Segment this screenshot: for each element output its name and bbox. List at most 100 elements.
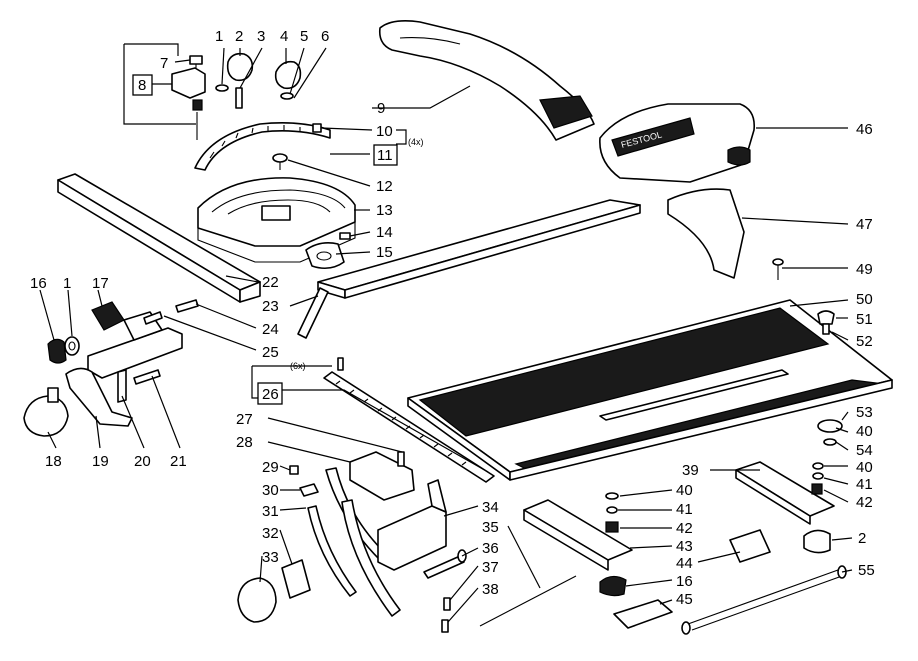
label-49: 49 [856,261,873,278]
label-40b: 40 [856,423,873,440]
part-1-washer [64,336,80,356]
label-2b: 2 [858,530,866,547]
label-36: 36 [482,540,499,557]
label-42a: 42 [676,520,693,537]
label-55: 55 [858,562,875,579]
part-5-6-washers [215,84,294,100]
part-40-41-42-nuts-left [605,492,619,533]
label-40a: 40 [676,482,693,499]
label-4x: (4x) [408,137,424,147]
label-16b: 16 [676,573,693,590]
part-47-riving-knife [667,188,745,279]
label-18: 18 [45,453,62,470]
label-29: 29 [262,459,279,476]
part-9-guard-arm [378,20,595,141]
label-39: 39 [682,462,699,479]
label-2: 2 [235,28,243,45]
part-34-guard-bracket [377,479,447,571]
label-22: 22 [262,274,279,291]
part-2b-knob [803,529,831,554]
part-24-25-pins [143,299,199,325]
part-16b-cap [599,575,627,597]
label-34: 34 [482,499,499,516]
part-37-38-pins [441,597,451,633]
part-12-screw [272,153,288,170]
part-20-21-pins [117,369,161,403]
part-53-54-nuts-right [811,419,843,495]
part-23-slide-rail [297,199,641,339]
label-24: 24 [262,321,279,338]
part-16-cap [47,338,67,364]
part-2-knob [226,52,254,82]
label-11: 11 [377,147,393,164]
label-35: 35 [482,519,499,536]
label-1b: 1 [63,275,71,292]
label-box-26 [257,382,283,405]
label-53: 53 [856,404,873,421]
label-23: 23 [262,298,279,315]
label-47: 47 [856,216,873,233]
label-30: 30 [262,482,279,499]
label-42b: 42 [856,494,873,511]
label-1: 1 [215,28,223,45]
label-45: 45 [676,591,693,608]
part-10-screw [312,123,322,133]
label-54: 54 [856,442,873,459]
part-29-30-parts [289,465,319,497]
label-box-11 [373,144,398,166]
part-3-pin [235,87,243,109]
part-55-strap [681,565,847,635]
label-51: 51 [856,311,873,328]
part-4-knob [274,60,302,90]
label-40c: 40 [856,459,873,476]
part-14-pin [339,232,351,240]
label-6: 6 [321,28,329,45]
part-35-rod [479,575,577,627]
label-46: 46 [856,121,873,138]
label-5: 5 [300,28,308,45]
label-44: 44 [676,555,693,572]
label-25: 25 [262,344,279,361]
part-49-screw [772,258,784,280]
label-4: 4 [280,28,288,45]
part-50-table-top [407,299,893,481]
part-8-bracket [171,67,206,140]
label-50: 50 [856,291,873,308]
part-13-mitre-body [197,177,356,263]
part-43-foot [523,499,633,571]
label-17: 17 [92,275,109,292]
part-45-clip [613,599,673,629]
leader-lines [39,43,853,623]
label-41a: 41 [676,501,693,518]
label-28: 28 [236,434,253,451]
label-12: 12 [376,178,393,195]
label-20: 20 [134,453,151,470]
label-33: 33 [262,549,279,566]
part-33-knob [237,577,277,623]
label-14: 14 [376,224,393,241]
part-39-foot [735,461,835,525]
part-protractor-scale [194,122,331,171]
part-36-bolt [423,549,467,579]
part-6x-screw [337,357,344,371]
part-19-lever [65,367,133,427]
part-15-plate [305,242,345,270]
part-27-screw [397,451,405,467]
part-32-clip [281,559,311,599]
part-18-knob [23,387,69,437]
label-6x: (6x) [290,361,306,371]
label-9: 9 [377,100,385,117]
label-43: 43 [676,538,693,555]
label-19: 19 [92,453,109,470]
label-16: 16 [30,275,47,292]
part-51-52-pin [817,310,835,335]
label-27: 27 [236,411,253,428]
part-17-fence-clamp [87,301,183,379]
part-44-bracket [729,529,771,563]
label-41b: 41 [856,476,873,493]
label-3: 3 [257,28,265,45]
part-22-rail [57,173,261,303]
label-52: 52 [856,333,873,350]
label-37: 37 [482,559,499,576]
